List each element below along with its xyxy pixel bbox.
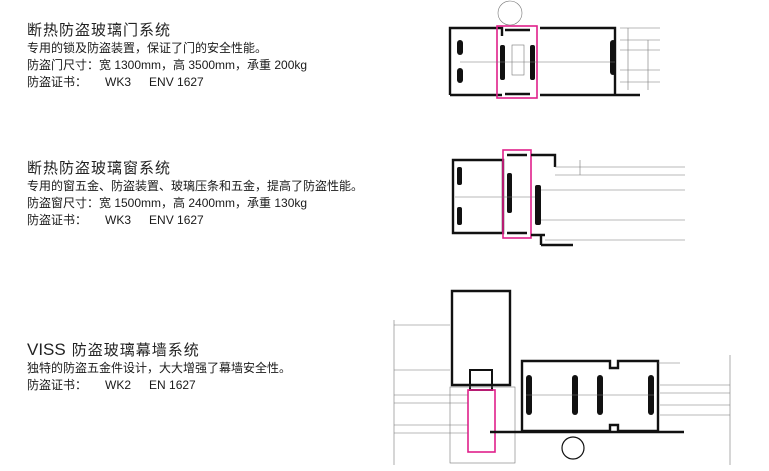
door-section-drawing	[448, 0, 660, 99]
cert-class: WK3	[105, 75, 132, 89]
size-spec: 防盗门尺寸：宽 1300mm，高 3500mm，承重 200kg	[27, 58, 308, 72]
size-spec: 防盗窗尺寸：宽 1500mm，高 2400mm，承重 130kg	[27, 196, 308, 210]
section-description: 专用的锁及防盗装置，保证了门的安全性能。	[27, 41, 268, 55]
certificate: 防盗证书： WK2 EN 1627	[27, 377, 291, 394]
section-title: 断热防盗玻璃窗系统	[27, 159, 172, 177]
cert-standard: ENV 1627	[149, 75, 204, 89]
certificate: 防盗证书： WK3 ENV 1627	[27, 212, 363, 229]
title-text: 防盗玻璃幕墙系统	[71, 341, 200, 359]
cert-class: WK3	[105, 213, 132, 227]
cert-class: WK2	[105, 378, 132, 392]
cert-label: 防盗证书：	[27, 213, 88, 227]
certificate: 防盗证书： WK3 ENV 1627	[27, 74, 307, 91]
window-section-drawing	[451, 149, 685, 247]
section-curtain-wall: VISS 防盗玻璃幕墙系统 独特的防盗五金件设计，大大增强了幕墙安全性。 防盗证书…	[27, 340, 291, 394]
section-description: 专用的窗五金、防盗装置、玻璃压条和五金，提高了防盗性能。	[27, 179, 364, 193]
cert-label: 防盗证书：	[27, 378, 88, 392]
section-title: VISS 防盗玻璃幕墙系统	[27, 340, 291, 360]
section-window: 断热防盗玻璃窗系统 专用的窗五金、防盗装置、玻璃压条和五金，提高了防盗性能。 防…	[27, 158, 363, 229]
curtain-wall-section-drawing	[393, 289, 731, 465]
cert-standard: EN 1627	[149, 378, 196, 392]
section-door: 断热防盗玻璃门系统 专用的锁及防盗装置，保证了门的安全性能。 防盗门尺寸：宽 1…	[27, 20, 307, 91]
section-title: 断热防盗玻璃门系统	[27, 21, 172, 39]
title-prefix: VISS	[27, 340, 66, 359]
cert-standard: ENV 1627	[149, 213, 204, 227]
cert-label: 防盗证书：	[27, 75, 88, 89]
section-description: 独特的防盗五金件设计，大大增强了幕墙安全性。	[27, 361, 292, 375]
